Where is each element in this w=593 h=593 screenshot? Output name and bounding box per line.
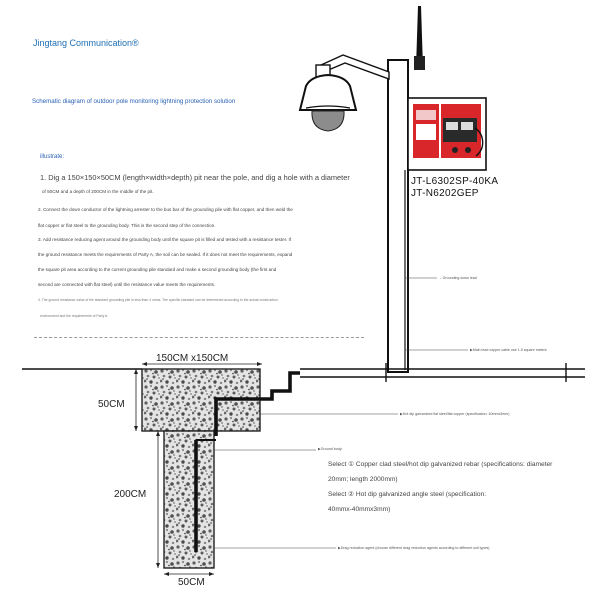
- step3-line4: second are connected with flat steel) un…: [38, 282, 216, 287]
- pole: [387, 59, 409, 373]
- grounding-pit: [141, 368, 261, 569]
- step1-line1: 1. Dig a 150×150×50CM (length×width×dept…: [40, 173, 350, 182]
- pit-depth-label: 50CM: [98, 399, 125, 410]
- separator-dashed-line: [34, 337, 364, 338]
- step3-line1: 3. Add resistance reducing agent around …: [38, 237, 292, 242]
- flat-steel-label: ▶Hot dip galvanized flat steel/flat copp…: [400, 412, 510, 416]
- diagram-subtitle: Schematic diagram of outdoor pole monito…: [32, 98, 236, 105]
- grounding-down-lead-label: ←Grounding down lead: [439, 276, 477, 280]
- arrester-model-1: JT-L6302SP-40KA: [411, 176, 499, 187]
- illustrate-heading: illustrate:: [40, 154, 65, 160]
- flat-steel-connection: [194, 371, 300, 552]
- step2-line2: flat copper or flat steel to the groundi…: [38, 223, 216, 228]
- ground-surface-line: [22, 363, 585, 382]
- dome-camera-icon: [298, 64, 358, 132]
- hole-depth-label: 200CM: [114, 489, 147, 500]
- ground-body-option2-line2: 40mmx-40mmx3mm): [328, 506, 391, 513]
- surge-arrester-box: [407, 97, 487, 171]
- ground-body-option1-line2: 20mm; length 2000mm): [328, 476, 398, 483]
- step4-line1: 4. The ground resistance value of the st…: [38, 298, 278, 302]
- lightning-rod: [414, 6, 425, 70]
- hole-diameter-label: 50CM: [178, 577, 205, 588]
- ground-body-label: ▶Ground body:: [318, 447, 343, 451]
- step4-line2: environment and the requirements of Part…: [40, 314, 109, 318]
- dimension-lines: [134, 362, 262, 576]
- step2-line1: 2. Connect the down conductor of the lig…: [38, 207, 293, 212]
- pit-width-label: 150CM x150CM: [156, 353, 229, 364]
- ground-body-option2-line1: Select ② Hot dip galvanized angle steel …: [328, 491, 487, 498]
- arrester-model-2: JT-N6202GEP: [411, 188, 479, 199]
- step1-line2: of 50CM and a depth of 200CM in the midd…: [42, 189, 154, 194]
- ground-body-option1-line1: Select ① Copper clad steel/hot dip galva…: [328, 461, 553, 468]
- step3-line2: the ground resistance meets the requirem…: [38, 252, 293, 257]
- brand-title: Jingtang Communication®: [33, 38, 139, 48]
- main-copper-cable-label: ▶Main lead copper cable use 1.5 square m…: [470, 348, 547, 352]
- step3-line3: the square pit area according to the cur…: [38, 267, 277, 272]
- drag-reduction-agent-label: ▶Drag reduction agent (choose different …: [338, 546, 490, 550]
- annotation-lines: [210, 277, 468, 549]
